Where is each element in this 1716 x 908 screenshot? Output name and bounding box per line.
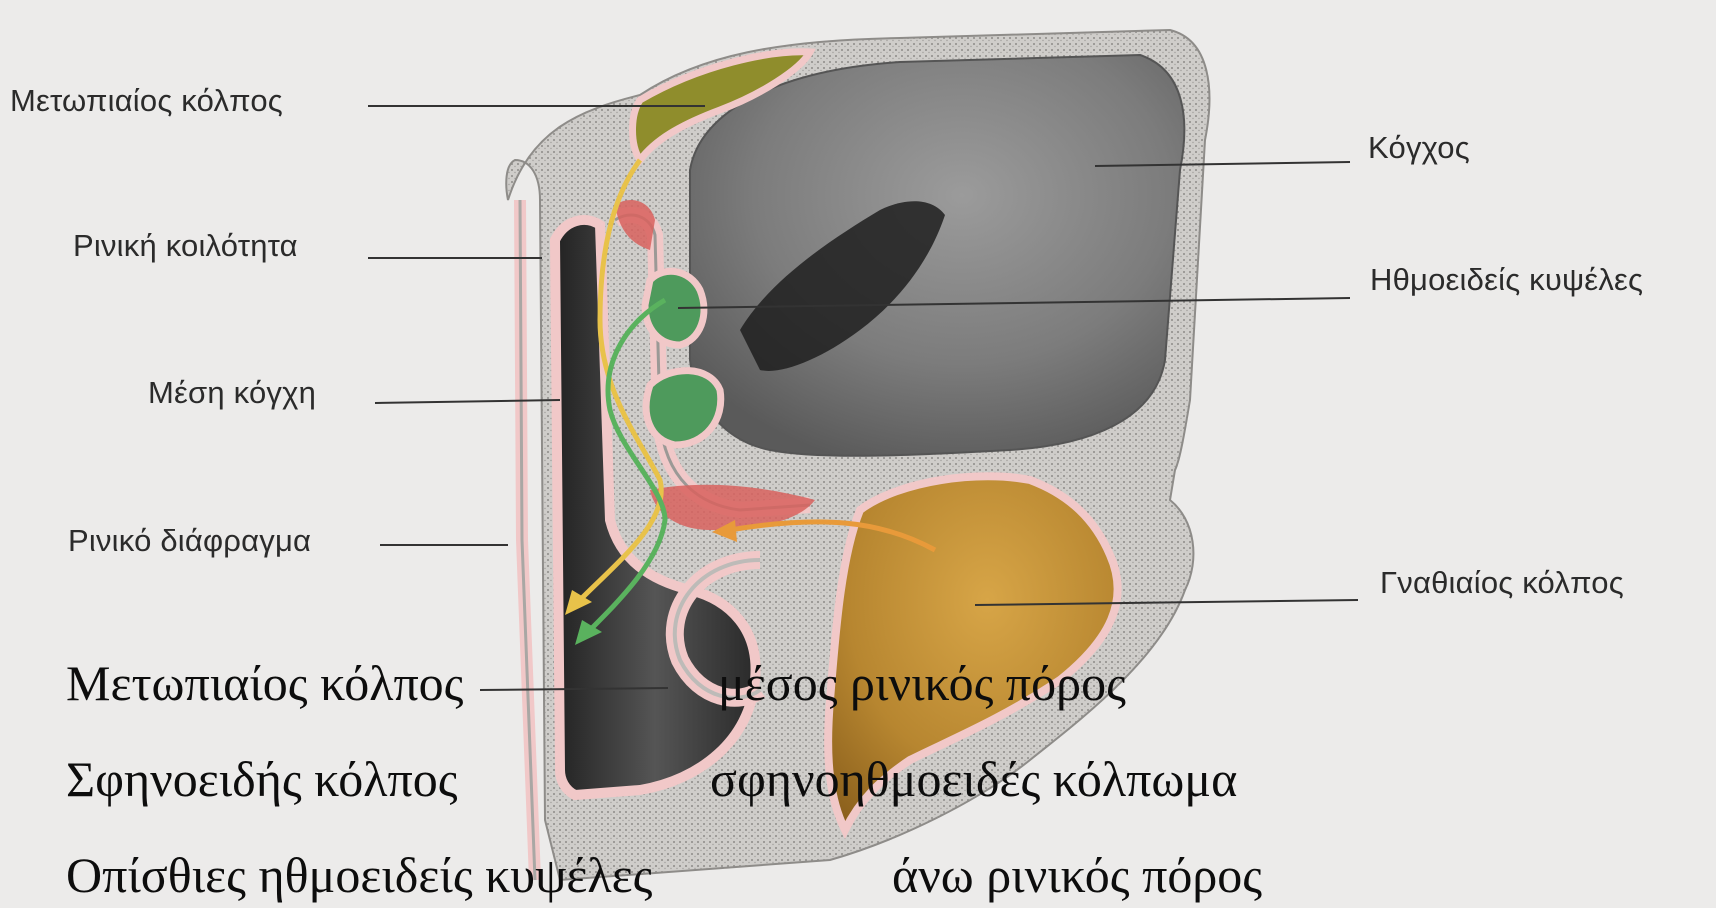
label-nasal-septum: Ρινικό διάφραγμα — [68, 523, 311, 559]
caption-left-2: Σφηνοειδής κόλπος — [66, 750, 458, 808]
caption-right-1: μέσος ρινικός πόρος — [718, 654, 1126, 712]
caption-left-3: Οπίσθιες ηθμοειδείς κυψέλες — [66, 846, 652, 904]
caption-right-3: άνω ρινικός πόρος — [892, 846, 1262, 904]
label-ethmoid-cells: Ηθμοειδείς κυψέλες — [1370, 262, 1643, 298]
label-orbit: Κόγχος — [1368, 130, 1470, 166]
orbit-shape — [690, 55, 1184, 456]
caption-right-2: σφηνοηθμοειδές κόλπωμα — [710, 750, 1237, 808]
ethmoid-cell-lower — [646, 371, 721, 445]
label-maxillary-sinus: Γναθιαίος κόλπος — [1380, 565, 1624, 601]
caption-left-1: Μετωπιαίος κόλπος — [66, 654, 464, 712]
label-middle-turbinate: Μέση κόγχη — [148, 375, 316, 411]
label-nasal-cavity: Ρινική κοιλότητα — [73, 228, 298, 264]
label-frontal-sinus: Μετωπιαίος κόλπος — [10, 83, 283, 119]
leader-middle-turbinate — [375, 400, 560, 403]
